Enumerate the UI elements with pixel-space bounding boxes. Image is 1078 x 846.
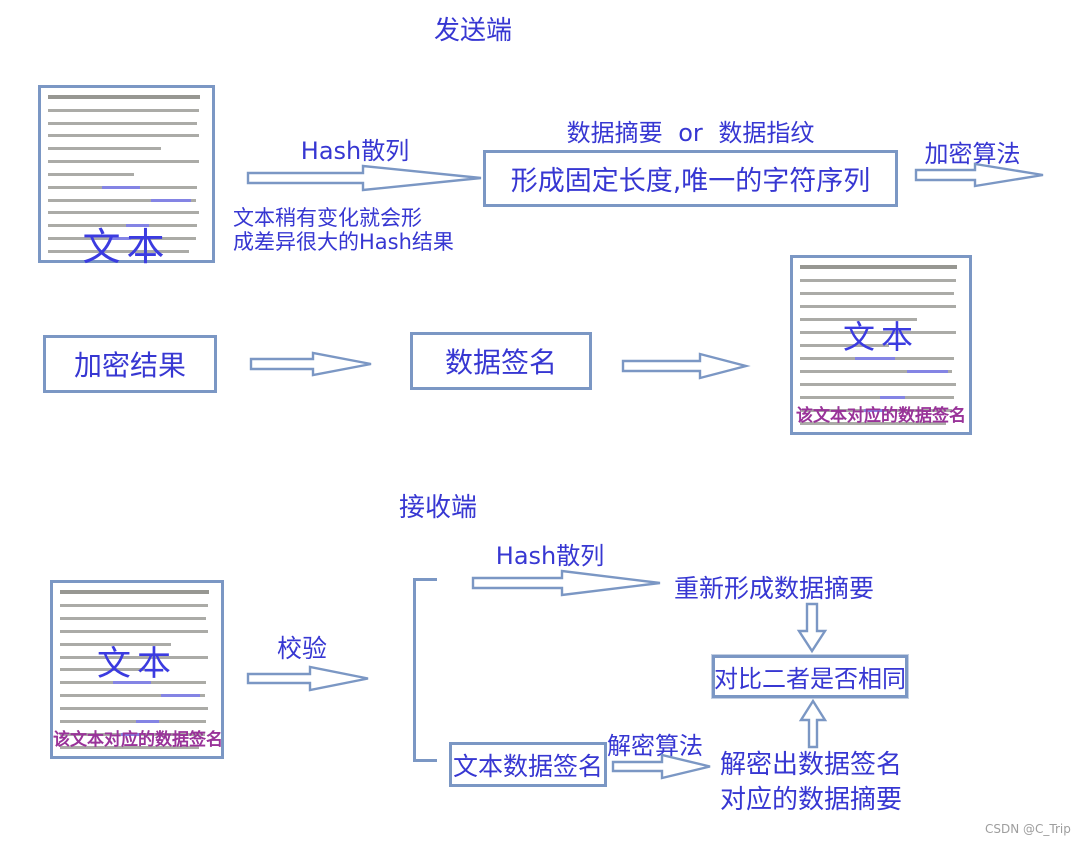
sender-signed-document: 文本 该文本对应的数据签名 xyxy=(790,255,972,435)
compare-down-arrow-icon xyxy=(796,602,828,654)
encrypted-result-box: 加密结果 xyxy=(43,335,217,393)
result-to-signature-arrow-icon xyxy=(249,351,372,377)
receiver-hash-arrow-icon xyxy=(471,569,661,597)
verify-arrow-label: 校验 xyxy=(276,634,327,663)
signature-box: 数据签名 xyxy=(410,332,592,390)
decrypt-arrow-icon xyxy=(611,753,711,780)
sender-hash-arrow-label: Hash散列 xyxy=(300,137,410,165)
receiver-hash-arrow-label: Hash散列 xyxy=(495,542,605,570)
hash-sensitivity-note: 文本稍有变化就会形 成差异很大的Hash结果 xyxy=(233,206,454,254)
document-signature-caption: 该文本对应的数据签名 xyxy=(796,406,966,426)
encrypt-arrow-label: 加密算法 xyxy=(924,140,1021,168)
verify-arrow-icon xyxy=(246,665,369,692)
decrypt-result-line1: 解密出数据签名 xyxy=(720,750,903,780)
sender-source-document: 文本 xyxy=(38,85,215,269)
document-text-lines xyxy=(60,590,214,749)
receiver-section-title: 接收端 xyxy=(398,493,477,523)
document-label: 文本 xyxy=(97,644,177,684)
signature-to-doc-arrow-icon xyxy=(621,352,751,380)
document-text-lines xyxy=(800,265,962,425)
hash-note-line2: 成差异很大的Hash结果 xyxy=(233,230,454,254)
document-text-lines xyxy=(48,95,205,253)
split-bracket xyxy=(413,578,437,762)
digest-box: 形成固定长度,唯一的字符序列 xyxy=(483,150,898,207)
text-signature-box: 文本数据签名 xyxy=(449,742,607,787)
compare-box: 对比二者是否相同 xyxy=(712,655,908,698)
receiver-received-document: 文本 该文本对应的数据签名 xyxy=(50,580,224,759)
document-label: 文本 xyxy=(842,318,919,356)
hash-note-line1: 文本稍有变化就会形 xyxy=(233,206,422,230)
digest-heading: 数据摘要 or 数据指纹 xyxy=(566,119,815,147)
sender-hash-arrow-icon xyxy=(246,164,482,192)
decrypt-arrow-label: 解密算法 xyxy=(607,732,703,760)
decrypt-result-line2: 对应的数据摘要 xyxy=(720,785,903,815)
encrypt-arrow-icon xyxy=(914,162,1044,188)
sender-section-title: 发送端 xyxy=(433,16,512,46)
document-label: 文本 xyxy=(82,225,171,269)
watermark: CSDN @C_Trip xyxy=(985,822,1071,836)
document-signature-caption: 该文本对应的数据签名 xyxy=(53,730,223,750)
rehash-result-text: 重新形成数据摘要 xyxy=(674,574,875,603)
decrypt-result-text: 解密出数据签名 对应的数据摘要 xyxy=(720,748,902,818)
compare-up-arrow-icon xyxy=(798,698,828,749)
